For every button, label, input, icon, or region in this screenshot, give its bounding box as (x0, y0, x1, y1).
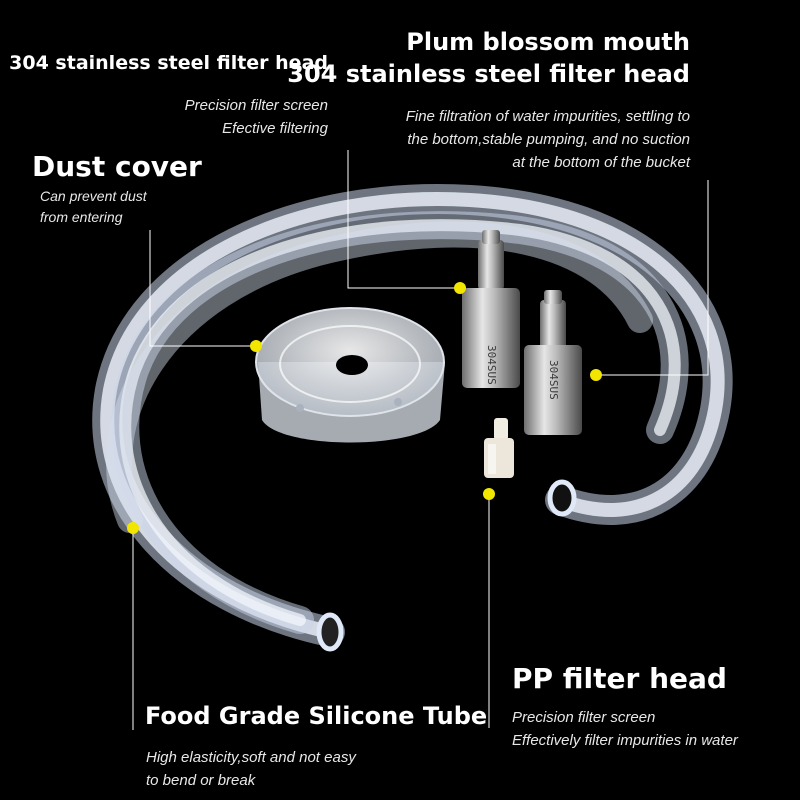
callout-line-plum-mouth (596, 180, 709, 376)
dust-cover-desc-line-2: from entering (40, 209, 123, 225)
silicone-tube-desc-line-1: High elasticity,soft and not easy (146, 749, 356, 766)
callout-dots (127, 282, 602, 534)
steel-filter-head-left-image: 304SUS (462, 230, 520, 388)
plum-mouth-desc-line-1: Fine filtration of water impurities, set… (405, 108, 690, 125)
engraving-text-right: 304SUS (547, 360, 560, 400)
plum-mouth-title: Plum blossom mouth 304 stainless steel f… (287, 26, 690, 90)
pp-filter-desc-line-1: Precision filter screen (512, 709, 656, 726)
plum-mouth-desc-line-3: at the bottom of the bucket (512, 154, 690, 171)
filter-head-desc-line-2: Efective filtering (222, 120, 328, 137)
callout-line-dust-cover (149, 230, 256, 347)
pp-filter-title: PP filter head (512, 662, 727, 695)
pp-filter-desc-line-2: Effectively filter impurities in water (512, 732, 738, 749)
silicone-tube-image (92, 184, 733, 652)
plum-mouth-title-line-2: 304 stainless steel filter head (287, 60, 690, 88)
steel-filter-head-right-image: 304SUS (524, 290, 582, 435)
callout-line-filter-head (347, 150, 460, 289)
callout-dot-pp-filter (483, 488, 495, 500)
filter-head-description: Precision filter screen Efective filteri… (185, 94, 328, 140)
callout-lines (132, 150, 709, 730)
filter-head-title: 304 stainless steel filter head (9, 52, 328, 74)
dust-cover-desc-line-1: Can prevent dust (40, 188, 147, 204)
callout-dot-filter-head (454, 282, 466, 294)
silicone-tube-description: High elasticity,soft and not easy to ben… (146, 746, 356, 792)
engraving-text-left: 304SUS (485, 345, 498, 385)
silicone-tube-title: Food Grade Silicone Tube (145, 702, 488, 730)
pp-filter-description: Precision filter screen Effectively filt… (512, 706, 738, 752)
dust-cover-title: Dust cover (32, 150, 202, 183)
pp-filter-head-image (484, 418, 514, 478)
callout-dot-dust-cover (250, 340, 262, 352)
dust-cover-image (255, 307, 445, 443)
plum-mouth-title-line-1: Plum blossom mouth (406, 28, 690, 56)
plum-mouth-description: Fine filtration of water impurities, set… (406, 105, 690, 174)
filter-head-desc-line-1: Precision filter screen (184, 97, 328, 114)
dust-cover-description: Can prevent dust from entering (40, 186, 147, 228)
plum-mouth-desc-line-2: the bottom,stable pumping, and no suctio… (407, 131, 690, 148)
silicone-tube-desc-line-2: to bend or break (146, 772, 256, 789)
callout-dot-silicone-tube (127, 522, 139, 534)
callout-dot-plum-mouth (590, 369, 602, 381)
